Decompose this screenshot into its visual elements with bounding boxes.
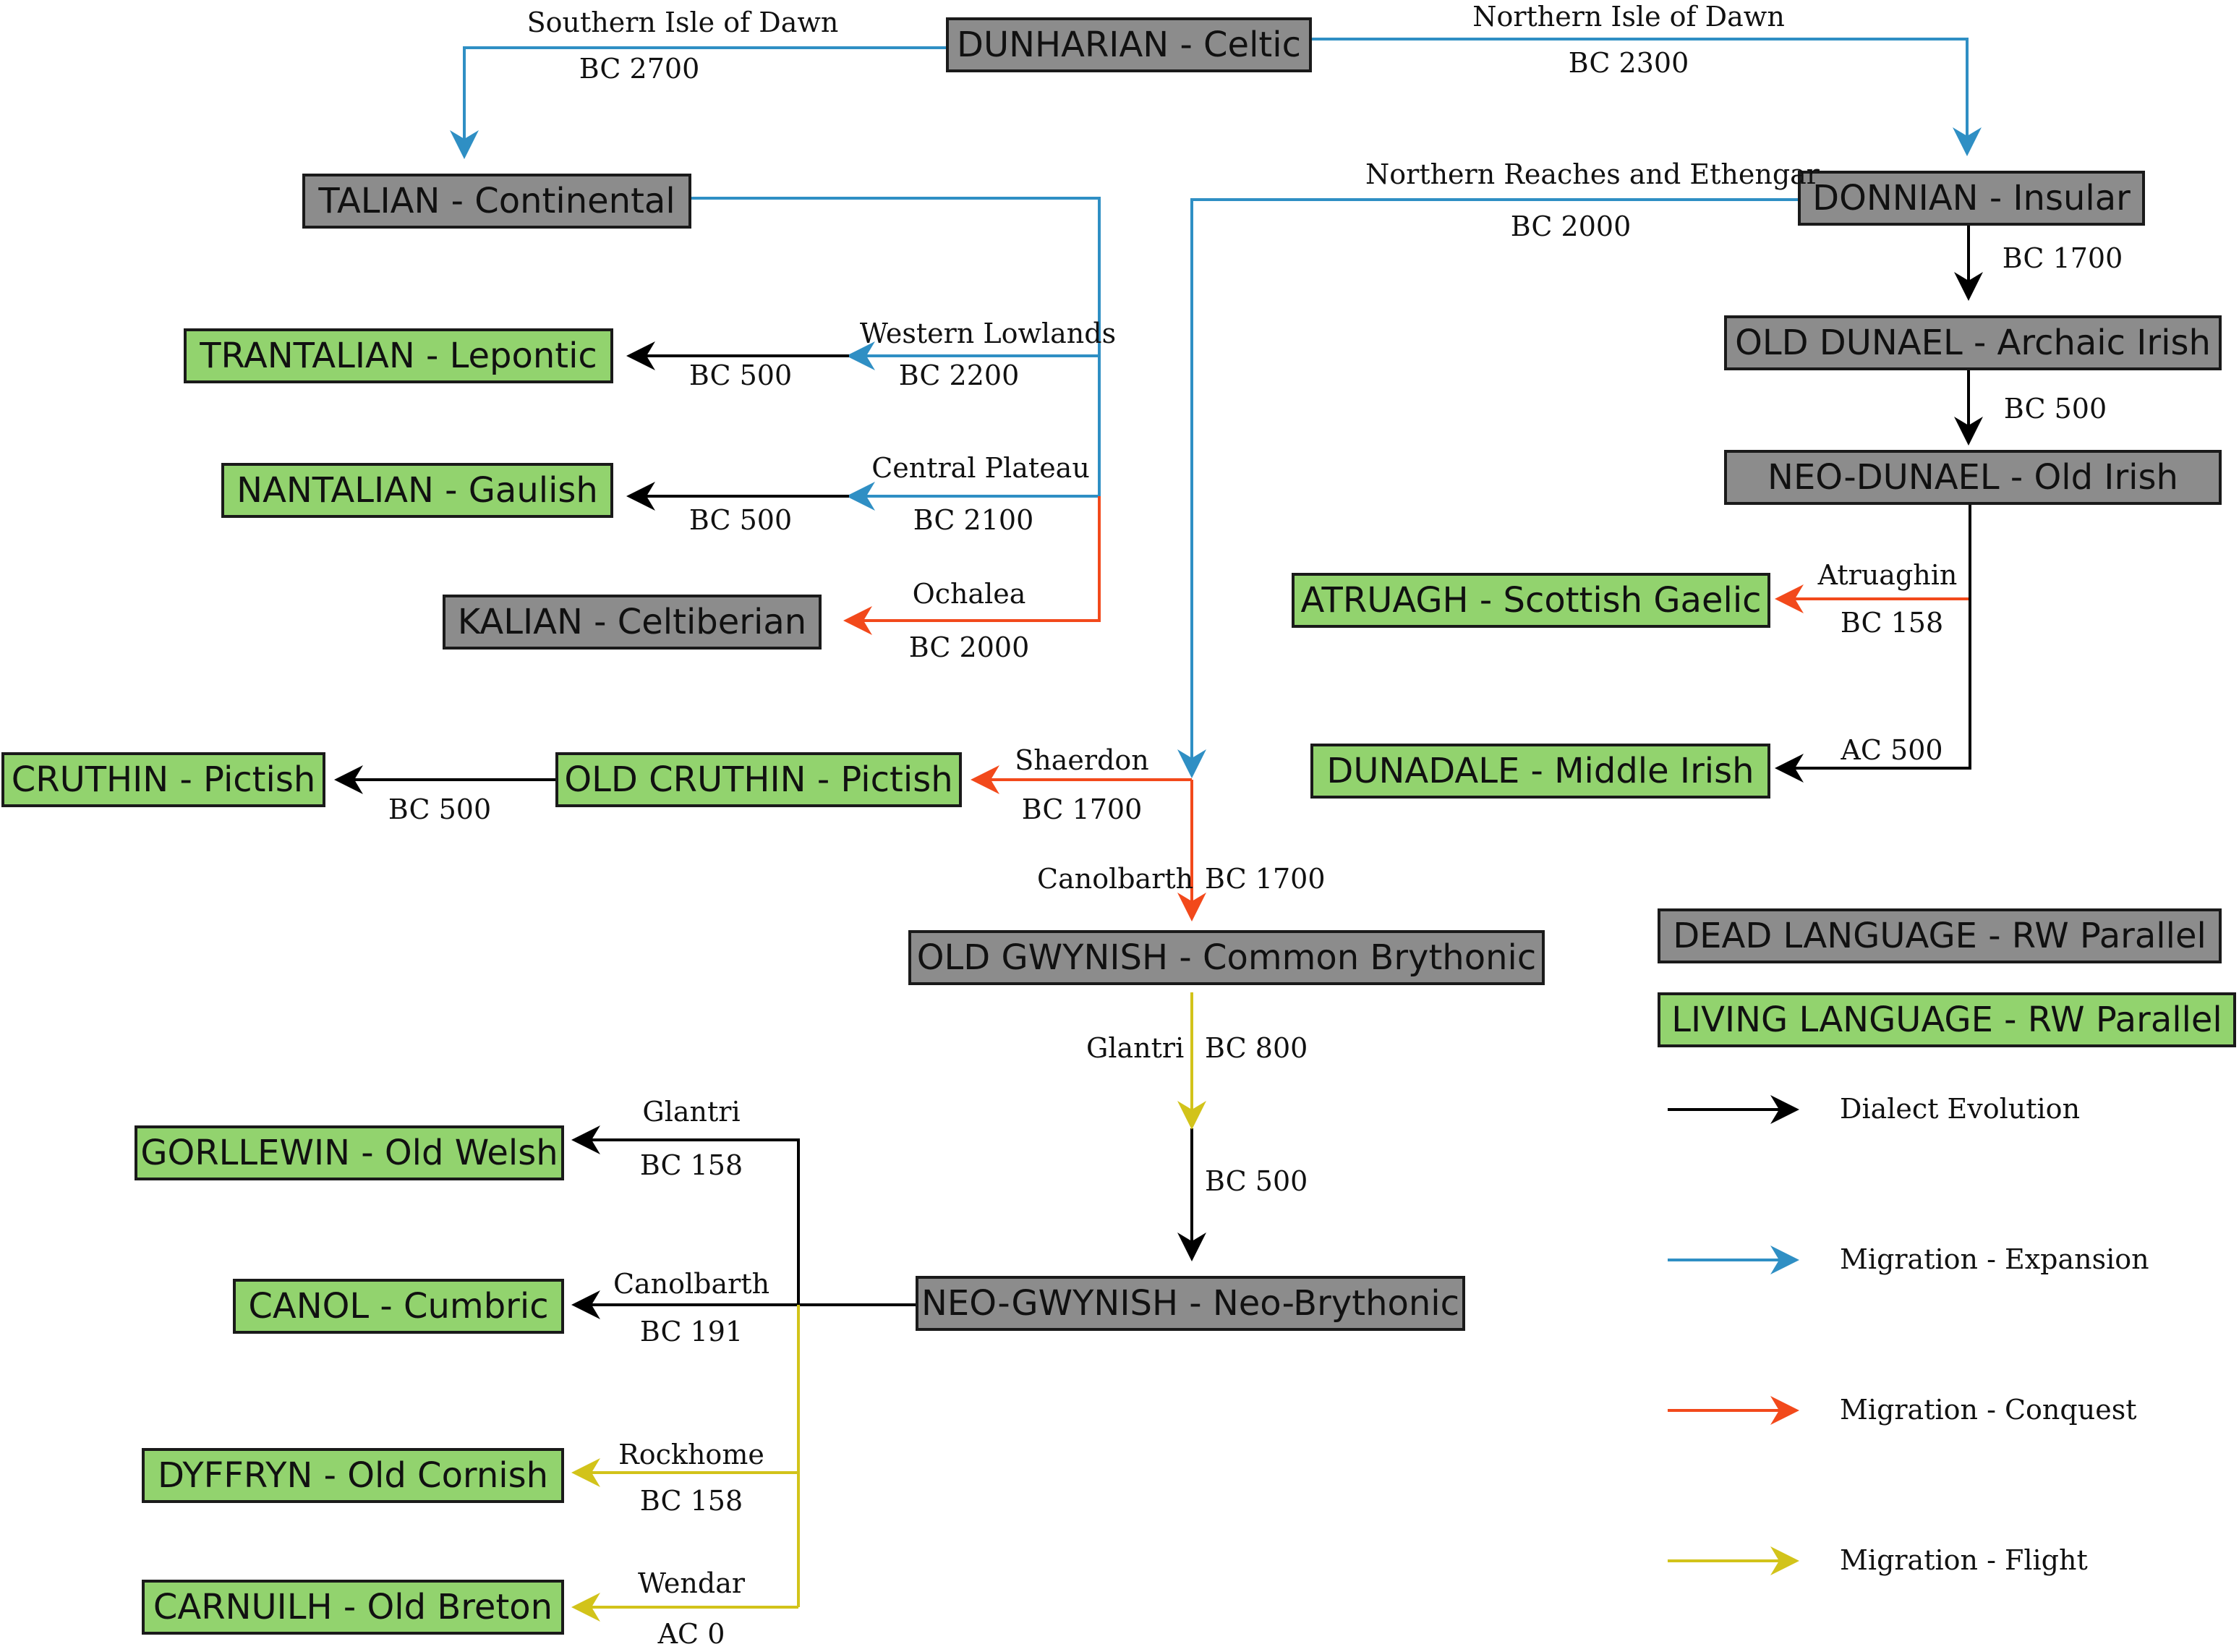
label-northern-isle-date: BC 2300 xyxy=(1568,47,1689,79)
legend-label-expansion: Migration - Expansion xyxy=(1840,1243,2149,1275)
label-wendar-date: AC 0 xyxy=(657,1618,725,1650)
node-atruagh: ATRUAGH - Scottish Gaelic xyxy=(1292,573,1770,628)
label-rockhome-place: Rockhome xyxy=(618,1439,764,1470)
label-glantri-date: BC 158 xyxy=(639,1149,743,1181)
label-canolbarth-date: BC 191 xyxy=(639,1316,743,1347)
label-dunadale-date: AC 500 xyxy=(1841,734,1943,766)
node-dunadale: DUNADALE - Middle Irish xyxy=(1310,744,1770,799)
label-canolbarth-main-place: Canolbarth xyxy=(1037,863,1194,895)
label-ochalea-date: BC 2000 xyxy=(908,631,1030,663)
edge-southern-isle xyxy=(450,46,946,159)
label-canolbarth-main-date: BC 1700 xyxy=(1205,863,1326,895)
node-nantalian: NANTALIAN - Gaulish xyxy=(221,463,613,518)
legend-label-dialect: Dialect Evolution xyxy=(1840,1093,2081,1125)
node-talian: TALIAN - Continental xyxy=(302,174,691,229)
edge-to-gorllewin xyxy=(571,1125,800,1305)
node-kalian: KALIAN - Celtiberian xyxy=(443,595,822,650)
label-wendar-place: Wendar xyxy=(637,1567,746,1599)
label-central-plateau-date: BC 2100 xyxy=(913,504,1034,536)
label-atruaghin-place: Atruaghin xyxy=(1817,559,1958,591)
legend-dead-language: DEAD LANGUAGE - RW Parallel xyxy=(1658,908,2222,963)
node-old-gwynish: OLD GWYNISH - Common Brythonic xyxy=(908,930,1545,985)
label-glantri-place: Glantri xyxy=(642,1096,741,1128)
label-northern-reaches-date: BC 2000 xyxy=(1510,210,1632,242)
label-donnian-old-dunael-date: BC 1700 xyxy=(2002,242,2123,274)
label-atruaghin-date: BC 158 xyxy=(1840,607,1944,639)
legend-living-language: LIVING LANGUAGE - RW Parallel xyxy=(1658,992,2236,1047)
label-shaerdon-date: BC 1700 xyxy=(1021,793,1143,825)
label-nantalian-date: BC 500 xyxy=(688,504,793,536)
label-trantalian-date: BC 500 xyxy=(688,359,793,391)
edge-talian-trunk xyxy=(691,197,1101,496)
label-cruthin-date: BC 500 xyxy=(388,793,492,825)
label-western-lowlands-date: BC 2200 xyxy=(898,359,1020,391)
node-old-dunael: OLD DUNAEL - Archaic Irish xyxy=(1724,315,2222,370)
label-old-dunael-neo-dunael-date: BC 500 xyxy=(2003,393,2107,425)
label-canolbarth-place: Canolbarth xyxy=(613,1268,770,1300)
node-dunharian: DUNHARIAN - Celtic xyxy=(946,17,1312,72)
label-rockhome-date: BC 158 xyxy=(639,1485,743,1517)
label-ochalea-place: Ochalea xyxy=(912,578,1026,610)
node-trantalian: TRANTALIAN - Lepontic xyxy=(184,328,613,383)
node-dyffryn: DYFFRYN - Old Cornish xyxy=(142,1448,564,1503)
label-glantri-main-place: Glantri xyxy=(1086,1032,1185,1064)
node-cruthin: CRUTHIN - Pictish xyxy=(1,752,325,807)
legend-label-conquest: Migration - Conquest xyxy=(1840,1394,2137,1426)
node-carnuilh: CARNUILH - Old Breton xyxy=(142,1580,564,1635)
label-shaerdon-place: Shaerdon xyxy=(1015,744,1149,776)
edge-northern-isle xyxy=(1312,38,1982,156)
label-northern-reaches-place: Northern Reaches and Ethengar xyxy=(1365,158,1820,190)
edge-neo-dunael-trunk xyxy=(1775,505,1971,783)
label-glantri-main-date: BC 800 xyxy=(1205,1032,1308,1064)
legend-label-flight: Migration - Flight xyxy=(1840,1544,2088,1576)
label-central-plateau-place: Central Plateau xyxy=(871,452,1090,484)
node-gorllewin: GORLLEWIN - Old Welsh xyxy=(135,1125,564,1180)
label-southern-isle-place: Southern Isle of Dawn xyxy=(526,7,839,38)
node-old-cruthin: OLD CRUTHIN - Pictish xyxy=(555,752,962,807)
node-neo-dunael: NEO-DUNAEL - Old Irish xyxy=(1724,450,2222,505)
label-western-lowlands-place: Western Lowlands xyxy=(859,318,1117,349)
node-neo-gwynish: NEO-GWYNISH - Neo-Brythonic xyxy=(916,1276,1465,1331)
label-southern-isle-date: BC 2700 xyxy=(579,53,700,85)
node-canol: CANOL - Cumbric xyxy=(233,1279,564,1334)
edge-northern-reaches xyxy=(1177,198,1798,778)
label-neo-gwynish-date: BC 500 xyxy=(1205,1165,1308,1197)
edge-ochalea xyxy=(843,496,1101,635)
label-northern-isle-place: Northern Isle of Dawn xyxy=(1472,1,1785,33)
node-donnian: DONNIAN - Insular xyxy=(1798,171,2145,226)
